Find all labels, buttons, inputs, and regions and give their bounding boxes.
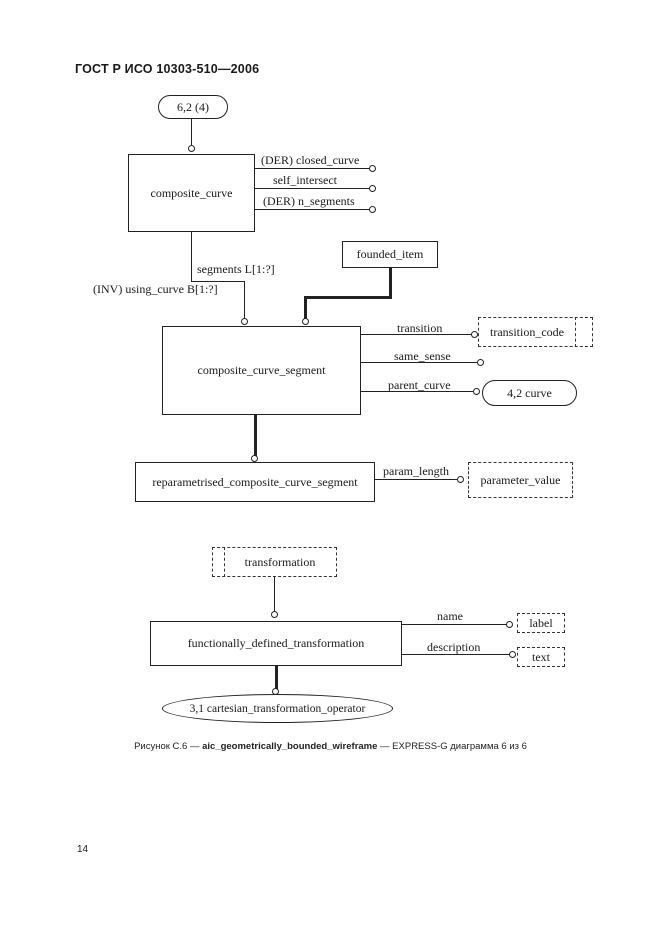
line-segments-h: [191, 281, 245, 283]
type-parameter-value-label: parameter_value: [480, 472, 561, 487]
select-divider: [224, 547, 225, 577]
line-n-segments: [255, 209, 371, 211]
attr-label-using-curve: (INV) using_curve B[1:?]: [93, 282, 218, 296]
type-text: text: [517, 647, 565, 667]
attr-label-parent-curve: parent_curve: [388, 378, 451, 392]
line-pageref-to-composite-curve: [191, 119, 193, 148]
circle-self-intersect: [369, 185, 376, 192]
circle-fdt-top: [271, 611, 278, 618]
circle-segments: [241, 318, 248, 325]
line-transition: [361, 334, 473, 336]
entity-reparametrised-label: reparametrised_composite_curve_segment: [152, 474, 358, 489]
entity-fdt-label: functionally_defined_transformation: [187, 636, 365, 650]
caption-suffix: — EXPRESS-G диаграмма 6 из 6: [377, 741, 527, 752]
attr-label-name: name: [437, 609, 463, 623]
type-transition-code-label: transition_code: [490, 324, 564, 339]
page-ref-6-2: 6,2 (4): [158, 95, 228, 119]
entity-composite-curve-label: composite_curve: [150, 185, 233, 200]
page-ref-3-1-cartesian-label: 3,1 cartesian_transformation_operator: [189, 702, 366, 715]
caption-schema-name: aic_geometrically_bounded_wireframe: [202, 741, 378, 752]
caption-prefix: Рисунок С.6 —: [134, 741, 203, 752]
line-param-length: [375, 479, 459, 481]
page-header: ГОСТ Р ИСО 10303-510—2006: [75, 62, 260, 76]
circle-same-sense: [477, 359, 484, 366]
circle-param-length: [457, 476, 464, 483]
entity-founded-item: founded_item: [342, 241, 438, 268]
entity-composite-curve-segment-label: composite_curve_segment: [197, 363, 326, 377]
page-ref-4-2-curve-label: 4,2 curve: [507, 385, 552, 400]
type-transformation: transformation: [212, 547, 337, 577]
attr-label-same-sense: same_sense: [394, 349, 451, 363]
entity-founded-item-label: founded_item: [356, 247, 424, 261]
line-closed-curve: [255, 168, 371, 170]
attr-label-description: description: [427, 640, 481, 654]
line-founded-item-v2: [304, 296, 307, 319]
page-ref-4-2-curve: 4,2 curve: [482, 380, 577, 406]
circle-closed-curve: [369, 165, 376, 172]
line-segments-v1: [191, 232, 193, 282]
circle-name: [506, 621, 513, 628]
entity-reparametrised-composite-curve-segment: reparametrised_composite_curve_segment: [135, 462, 375, 502]
type-transition-code: transition_code: [478, 317, 593, 347]
line-founded-item-v1: [389, 268, 392, 298]
line-same-sense: [361, 362, 479, 364]
circle-n-segments: [369, 206, 376, 213]
page-ref-6-2-label: 6,2 (4): [177, 99, 209, 114]
entity-functionally-defined-transformation: functionally_defined_transformation: [150, 621, 402, 666]
attr-label-param-length: param_length: [383, 464, 449, 478]
circle-founded-item: [302, 318, 309, 325]
type-transformation-label: transformation: [244, 554, 316, 569]
line-description: [402, 654, 511, 656]
type-text-label: text: [532, 649, 550, 664]
type-parameter-value: parameter_value: [468, 462, 573, 498]
circle-transition: [471, 331, 478, 338]
circle-pageref-composite-curve: [188, 145, 195, 152]
entity-composite-curve: composite_curve: [128, 154, 255, 232]
type-label: label: [517, 613, 565, 633]
line-segment-to-reparametrised: [254, 415, 257, 456]
line-name: [402, 624, 508, 626]
attr-label-n-segments: (DER) n_segments: [263, 194, 355, 208]
figure-caption: Рисунок С.6 — aic_geometrically_bounded_…: [0, 741, 661, 752]
circle-parent-curve: [473, 388, 480, 395]
circle-reparametrised: [251, 455, 258, 462]
line-founded-item-h: [304, 296, 392, 299]
circle-description: [509, 651, 516, 658]
page-ref-3-1-cartesian: 3,1 cartesian_transformation_operator: [162, 694, 393, 723]
type-label-label: label: [529, 615, 553, 630]
line-parent-curve: [361, 391, 475, 393]
line-transformation-to-fdt: [274, 577, 276, 612]
circle-cartesian-top: [272, 688, 279, 695]
attr-label-self-intersect: self_intersect: [273, 173, 337, 187]
attr-label-segments: segments L[1:?]: [197, 262, 275, 276]
page-number: 14: [77, 844, 89, 855]
line-fdt-to-cartesian: [275, 666, 278, 689]
enumeration-divider: [575, 317, 576, 347]
attr-label-closed-curve: (DER) closed_curve: [261, 153, 360, 167]
line-self-intersect: [255, 188, 371, 190]
attr-label-transition: transition: [397, 321, 443, 335]
entity-composite-curve-segment: composite_curve_segment: [162, 326, 361, 415]
line-segments-v2: [244, 281, 246, 319]
